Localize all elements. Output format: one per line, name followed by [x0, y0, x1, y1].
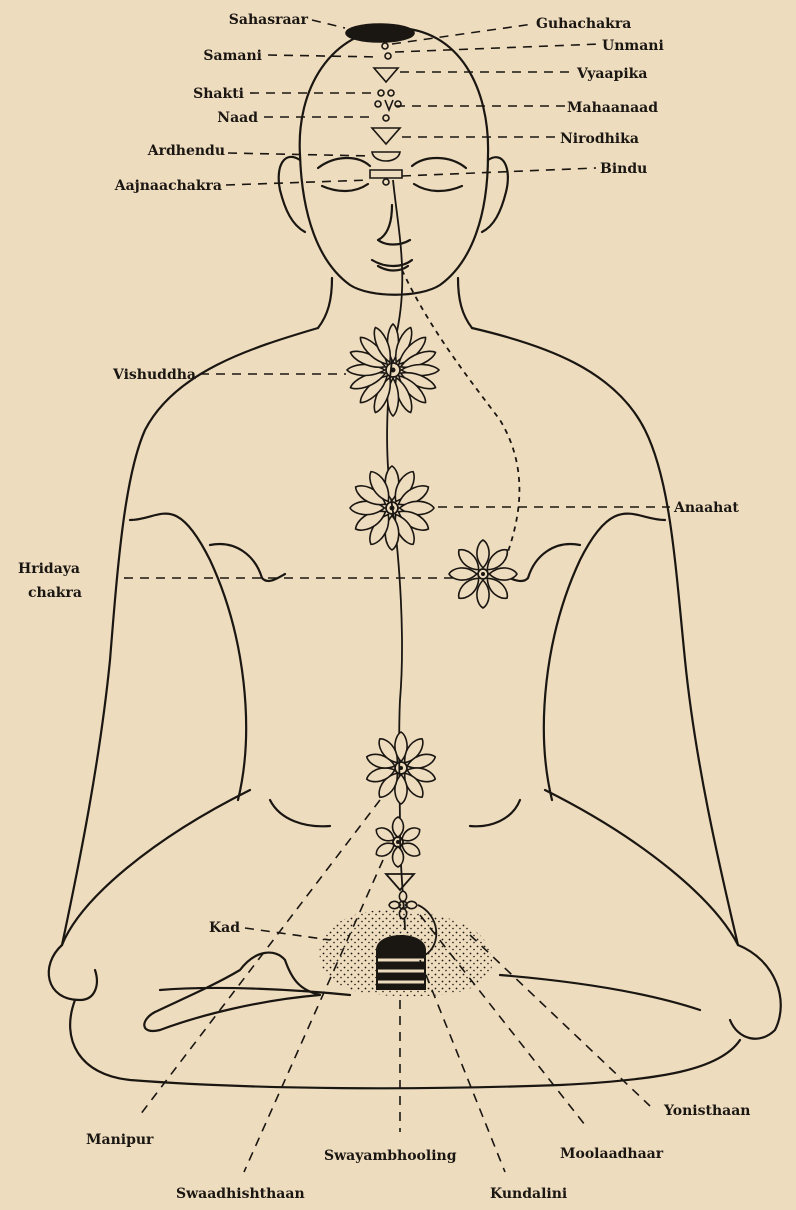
right-hand	[730, 945, 781, 1039]
leader-unmani	[395, 44, 600, 52]
vyaapika-triangle	[374, 68, 398, 82]
label-sahasraar: Sahasraar	[229, 12, 309, 28]
leader-kundalini	[420, 960, 505, 1172]
leader-samani	[268, 55, 380, 57]
right-eyebrow	[412, 158, 466, 168]
nirodhika-triangle	[372, 128, 400, 144]
label-kad: Kad	[209, 920, 240, 936]
label-shakti: Shakti	[193, 86, 244, 102]
label-hridaya-1: Hridaya	[18, 561, 80, 577]
label-ardhendu: Ardhendu	[147, 143, 225, 159]
right-eye	[414, 184, 462, 191]
lotus-petal	[477, 580, 489, 608]
head-symbols	[346, 24, 414, 185]
label-anaahat: Anaahat	[673, 500, 739, 516]
right-shoulder-arm	[472, 328, 738, 945]
leader-kad	[245, 928, 330, 940]
label-swaadhishthaan: Swaadhishthaan	[176, 1186, 305, 1202]
swaadhishthaan-chakra	[374, 817, 423, 867]
right-inner-arm	[544, 514, 665, 800]
leader-swaadhishthaan	[244, 860, 383, 1172]
hridaya-chakra	[449, 540, 517, 608]
leader-bindu	[402, 168, 596, 176]
left-pectoral	[210, 544, 285, 581]
label-samani: Samani	[203, 48, 262, 64]
kanda-triangle	[386, 874, 414, 890]
swayambhooling-symbol	[376, 935, 426, 990]
manipur-chakra	[365, 732, 437, 804]
sahasraar-crown	[346, 24, 414, 42]
vishuddha-chakra	[347, 324, 439, 416]
label-vishuddha: Vishuddha	[112, 367, 196, 383]
left-foot	[144, 953, 320, 1031]
right-belly-line	[470, 800, 520, 826]
label-hridaya-2: chakra	[28, 585, 82, 601]
label-yonisthaan: Yonisthaan	[663, 1103, 750, 1119]
label-unmani: Unmani	[602, 38, 664, 54]
samani-dot	[385, 53, 391, 59]
lotus-petal	[393, 847, 404, 868]
lap-outline	[70, 1000, 740, 1088]
leader-yonisthaan	[470, 935, 650, 1106]
leader-sahasraar	[312, 20, 345, 28]
label-vyaapika: Vyaapika	[576, 66, 647, 82]
lotus-petal	[393, 817, 404, 838]
mouth	[372, 260, 412, 271]
label-moolaadhaar: Moolaadhaar	[560, 1146, 664, 1162]
label-mahaanaad: Mahaanaad	[567, 100, 658, 116]
left-inner-arm	[130, 514, 246, 800]
neck-left	[318, 278, 332, 328]
label-naad: Naad	[217, 110, 258, 126]
ardhendu-crescent	[372, 152, 400, 161]
lotus-petal	[489, 568, 517, 580]
left-eye	[322, 184, 368, 191]
label-nirodhika: Nirodhika	[560, 131, 639, 147]
lotus-petal	[449, 568, 477, 580]
mahaanaad-mark	[385, 100, 393, 110]
guhachakra-dot	[382, 43, 388, 49]
label-manipur: Manipur	[86, 1132, 154, 1148]
left-thigh	[160, 988, 350, 995]
nose	[378, 205, 410, 245]
neck-right	[458, 278, 472, 328]
label-bindu: Bindu	[600, 161, 647, 177]
shakti-dot-b	[388, 90, 394, 96]
shakti-dot-a	[378, 90, 384, 96]
leader-aajnaachakra	[226, 180, 370, 185]
label-kundalini: Kundalini	[490, 1186, 567, 1202]
nirodhika-dot	[383, 115, 389, 121]
left-eyebrow	[318, 158, 370, 168]
naad-dot-a	[375, 101, 381, 107]
label-swayambhooling: Swayambhooling	[324, 1148, 457, 1164]
left-shoulder-arm	[62, 328, 318, 945]
left-belly-line	[270, 800, 330, 826]
left-hand	[49, 945, 97, 1000]
aajnaa-symbol	[370, 170, 402, 178]
label-guhachakra: Guhachakra	[536, 16, 631, 32]
lotus-petal	[477, 540, 489, 568]
anaahat-chakra	[350, 466, 434, 550]
label-aajnaachakra: Aajnaachakra	[114, 178, 222, 194]
labels: Sahasraar Samani Shakti Naad Ardhendu Aa…	[18, 12, 750, 1202]
bindu-dot	[383, 179, 389, 185]
